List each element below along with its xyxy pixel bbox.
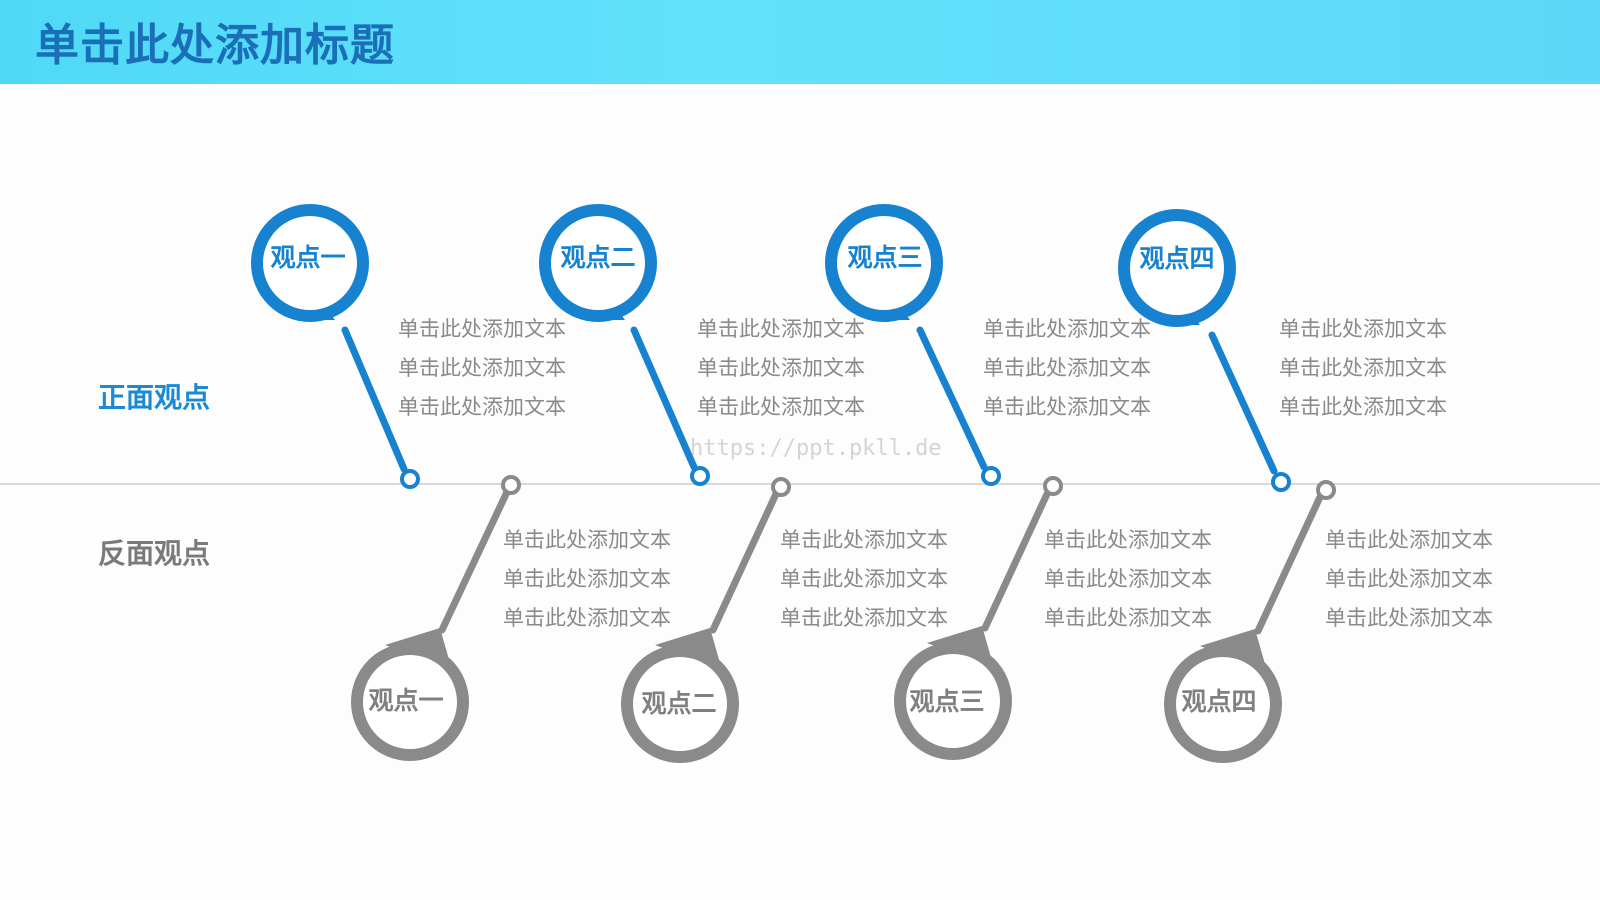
text-line[interactable]: 单击此处添加文本 [398,356,566,380]
slide-title[interactable]: 单击此处添加标题 [35,20,395,71]
text-line[interactable]: 单击此处添加文本 [1044,528,1212,552]
positive-pin-4[interactable] [1118,209,1291,492]
text-line[interactable]: 单击此处添加文本 [1325,528,1493,552]
negative-pin-label-2[interactable]: 观点二 [641,689,717,718]
text-line[interactable]: 单击此处添加文本 [983,395,1151,419]
positive-pin-1[interactable] [251,204,420,489]
negative-pin-2[interactable] [621,477,791,763]
text-line[interactable]: 单击此处添加文本 [1325,606,1493,630]
text-line[interactable]: 单击此处添加文本 [780,567,948,591]
positive-pin-label-1[interactable]: 观点一 [270,243,346,272]
text-line[interactable]: 单击此处添加文本 [780,528,948,552]
positive-pin-label-3[interactable]: 观点三 [847,243,923,272]
negative-pin-1[interactable] [351,475,521,761]
positive-text-block-4: 单击此处添加文本 单击此处添加文本 单击此处添加文本 [1279,310,1469,427]
text-line[interactable]: 单击此处添加文本 [780,606,948,630]
negative-text-block-3: 单击此处添加文本 单击此处添加文本 单击此处添加文本 [1044,521,1234,638]
text-line[interactable]: 单击此处添加文本 [983,356,1151,380]
text-line[interactable]: 单击此处添加文本 [503,567,671,591]
text-line[interactable]: 单击此处添加文本 [983,317,1151,341]
negative-text-block-2: 单击此处添加文本 单击此处添加文本 单击此处添加文本 [780,521,970,638]
text-line[interactable]: 单击此处添加文本 [398,317,566,341]
text-line[interactable]: 单击此处添加文本 [697,395,865,419]
positive-text-block-1: 单击此处添加文本 单击此处添加文本 单击此处添加文本 [398,310,588,427]
positive-pin-2[interactable] [539,204,710,486]
text-line[interactable]: 单击此处添加文本 [1279,356,1447,380]
negative-text-block-4: 单击此处添加文本 单击此处添加文本 单击此处添加文本 [1325,521,1515,638]
text-line[interactable]: 单击此处添加文本 [1279,395,1447,419]
watermark: https://ppt.pkll.de [690,436,942,461]
title-bar: 单击此处添加标题 [0,0,1600,84]
positive-pin-3[interactable] [825,204,1001,486]
text-line[interactable]: 单击此处添加文本 [1279,317,1447,341]
timeline-divider [0,483,1600,485]
positive-pin-label-2[interactable]: 观点二 [560,243,636,272]
positive-text-block-2: 单击此处添加文本 单击此处添加文本 单击此处添加文本 [697,310,887,427]
text-line[interactable]: 单击此处添加文本 [503,528,671,552]
text-line[interactable]: 单击此处添加文本 [398,395,566,419]
text-line[interactable]: 单击此处添加文本 [1044,606,1212,630]
negative-view-label[interactable]: 反面观点 [98,537,211,570]
text-line[interactable]: 单击此处添加文本 [697,356,865,380]
text-line[interactable]: 单击此处添加文本 [503,606,671,630]
positive-view-label[interactable]: 正面观点 [98,381,211,414]
text-line[interactable]: 单击此处添加文本 [1044,567,1212,591]
negative-pin-label-3[interactable]: 观点三 [909,687,985,716]
negative-pin-3[interactable] [894,476,1063,760]
negative-pin-label-4[interactable]: 观点四 [1181,687,1257,716]
text-line[interactable]: 单击此处添加文本 [697,317,865,341]
positive-text-block-3: 单击此处添加文本 单击此处添加文本 单击此处添加文本 [983,310,1173,427]
negative-pin-4[interactable] [1164,480,1336,763]
positive-pin-label-4[interactable]: 观点四 [1139,244,1215,273]
negative-pin-label-1[interactable]: 观点一 [368,686,444,715]
negative-text-block-1: 单击此处添加文本 单击此处添加文本 单击此处添加文本 [503,521,693,638]
text-line[interactable]: 单击此处添加文本 [1325,567,1493,591]
